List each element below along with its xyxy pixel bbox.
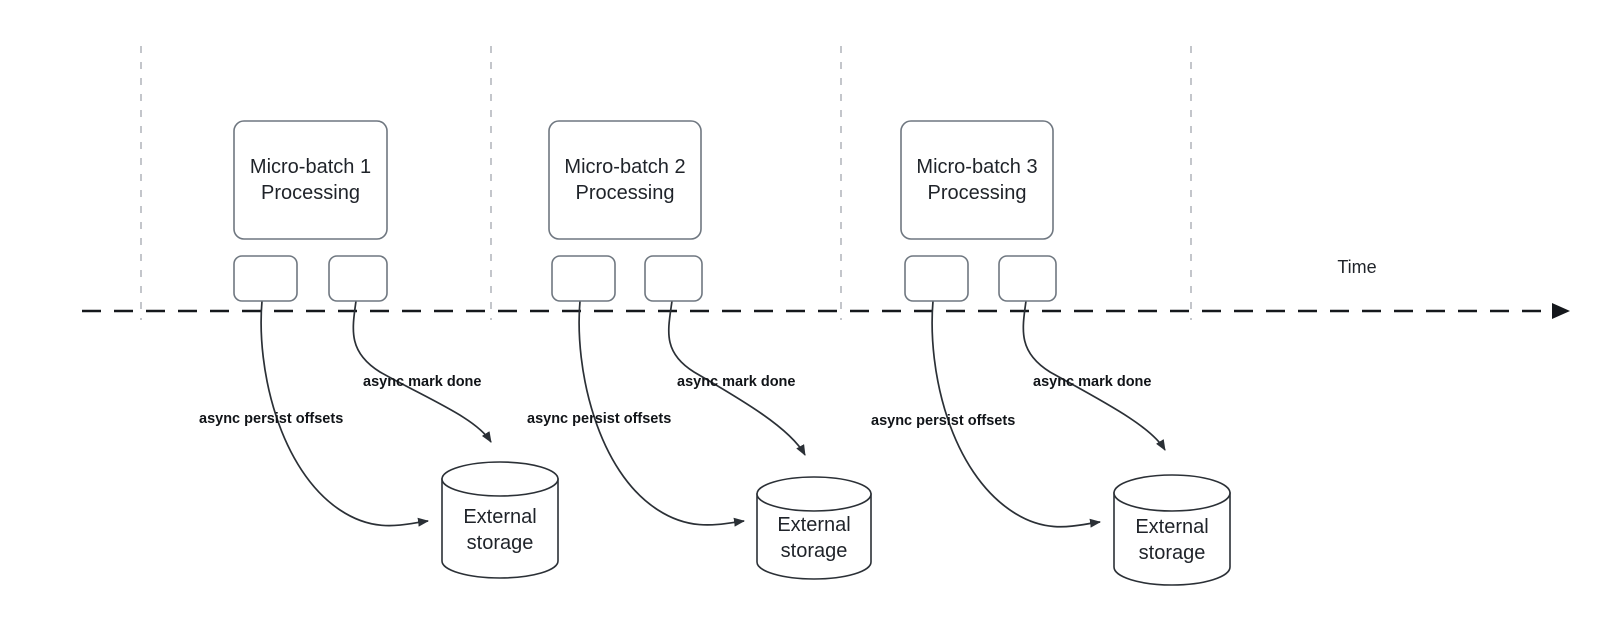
micro-batch-1-task-persist[interactable] — [233, 255, 298, 302]
micro-batch-2-edge-persist-offsets — [578, 300, 745, 527]
micro-batch-3-label-mark-done: async mark done — [1033, 374, 1151, 390]
micro-batch-3-title-line2: Processing — [928, 182, 1027, 204]
micro-batch-2-title-line1: Micro-batch 2 — [564, 156, 685, 178]
micro-batch-1-title-line1: Micro-batch 1 — [250, 156, 371, 178]
micro-batch-2-storage-label-line1: External — [777, 514, 850, 536]
micro-batch-1-task-mark[interactable] — [328, 255, 388, 302]
micro-batch-1-edge-mark-done — [352, 300, 492, 443]
micro-batch-1-edge-persist-offsets — [260, 300, 429, 527]
micro-batch-3-task-persist[interactable] — [904, 255, 969, 302]
micro-batch-2-task-persist[interactable] — [551, 255, 616, 302]
micro-batch-1-storage-label-line2: storage — [467, 532, 534, 554]
micro-batch-1-label-persist-offsets: async persist offsets — [199, 411, 343, 427]
micro-batch-2-storage-cylinder-top — [756, 476, 872, 512]
micro-batch-2-edge-mark-done — [667, 300, 806, 456]
time-axis-label: Time — [1337, 257, 1376, 277]
micro-batch-1-label-mark-done: async mark done — [363, 374, 481, 390]
micro-batch-1-storage-cylinder-top — [441, 461, 559, 497]
micro-batch-3-box[interactable] — [900, 120, 1054, 240]
micro-batch-2-label-mark-done: async mark done — [677, 374, 795, 390]
micro-batch-2-box[interactable] — [548, 120, 702, 240]
micro-batch-3-storage-label-line1: External — [1135, 516, 1208, 538]
micro-batch-3-storage-cylinder-body[interactable] — [1113, 492, 1231, 586]
micro-batch-2-task-mark[interactable] — [644, 255, 703, 302]
flow-edges — [260, 300, 1166, 528]
micro-batch-2-title-line2: Processing — [576, 182, 675, 204]
micro-batch-2-label-persist-offsets: async persist offsets — [527, 411, 671, 427]
micro-batch-3-task-mark[interactable] — [998, 255, 1057, 302]
micro-batch-1-box[interactable] — [233, 120, 388, 240]
micro-batch-1-storage-cylinder-body[interactable] — [441, 478, 559, 579]
micro-batch-3-edge-mark-done — [1022, 300, 1166, 451]
edge-labels: async persist offsets async mark done asyn… — [199, 374, 1151, 429]
micro-batch-3-storage-cylinder-top — [1113, 474, 1231, 512]
micro-batch-2-storage-cylinder-body[interactable] — [756, 493, 872, 580]
time-axis-arrowhead — [1552, 303, 1570, 319]
micro-batch-3-title-line1: Micro-batch 3 — [916, 156, 1037, 178]
micro-batch-2-storage-label-line2: storage — [781, 540, 848, 562]
timeline-boundaries — [140, 46, 1192, 320]
micro-batch-3-storage-label-line2: storage — [1139, 542, 1206, 564]
micro-batch-3-edge-persist-offsets — [931, 300, 1101, 528]
micro-batch-3-label-persist-offsets: async persist offsets — [871, 413, 1015, 429]
time-axis: Time — [82, 257, 1570, 319]
micro-batch-1-storage-label-line1: External — [463, 506, 536, 528]
micro-batch-1-title-line2: Processing — [261, 182, 360, 204]
